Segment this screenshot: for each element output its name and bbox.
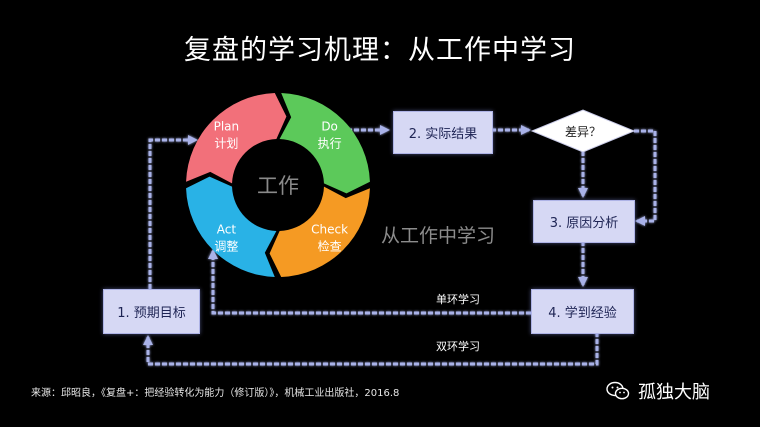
source-citation: 来源：邱昭良，《复盘+：把经验转化为能力（修订版）》，机械工业出版社，2016.… [31, 388, 400, 399]
brand-name: 孤独大脑 [638, 382, 710, 403]
page-title: 复盘的学习机理：从工作中学习 [184, 35, 576, 66]
box-actual-result: 2. 实际结果 [393, 111, 493, 154]
pdca-segment-check [269, 186, 370, 277]
pdca-label-plan-zh: 计划 [214, 136, 238, 150]
pdca-segment-act [186, 176, 277, 277]
arrow-goal-to-plan [148, 135, 198, 289]
arrow-diff-loop [634, 129, 657, 226]
arrow-single-loop [208, 249, 531, 315]
pdca-label-do-en: Do [321, 119, 338, 133]
pdca-cycle: Plan 计划 Do 执行 Check 检查 Act 调整 工作 [186, 93, 370, 277]
pdca-label-act-en: Act [217, 223, 237, 237]
pdca-label-act-zh: 调整 [214, 239, 238, 254]
pdca-label-check-en: Check [311, 223, 348, 237]
pdca-segment-do [279, 93, 370, 194]
learn-from-work-label: 从工作中学习 [381, 225, 496, 247]
diff-diamond [530, 109, 636, 153]
diff-diamond-label: 差异？ [565, 125, 601, 139]
arrow-double-loop [143, 332, 599, 366]
box-cause-analysis: 3. 原因分析 [533, 200, 635, 243]
pdca-label-plan-en: Plan [214, 119, 240, 133]
brand-watermark: 孤独大脑 [606, 378, 710, 404]
pdca-segment-plan [186, 93, 287, 184]
double-loop-label: 双环学习 [436, 340, 480, 353]
wechat-icon [606, 381, 630, 400]
pdca-center-hub [234, 141, 322, 229]
pdca-center-label: 工作 [257, 174, 299, 198]
box-expected-goal: 1. 预期目标 [103, 289, 200, 334]
single-loop-label: 单环学习 [436, 293, 480, 306]
pdca-label-do-zh: 执行 [318, 136, 342, 150]
box-lessons-learned: 4. 学到经验 [531, 289, 634, 334]
pdca-label-check-zh: 检查 [318, 239, 342, 254]
